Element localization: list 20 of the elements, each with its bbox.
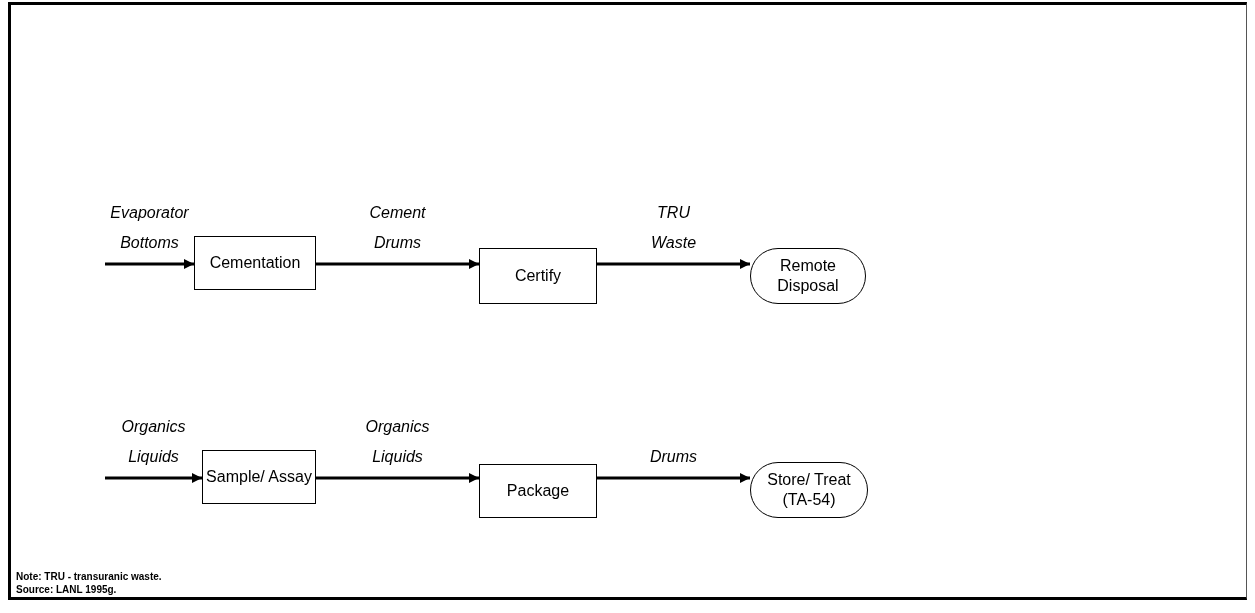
node-label: Certify [514, 266, 562, 286]
terminal-box [750, 462, 868, 518]
node-label: Package [506, 481, 570, 501]
process-box [194, 236, 316, 290]
arrow [597, 259, 750, 269]
arrow [597, 473, 750, 483]
node-label: Cementation [209, 253, 301, 273]
node-label: Store/ Treat (TA-54) [766, 470, 852, 510]
process-box [202, 450, 316, 504]
arrow [316, 259, 479, 269]
source-note: Source: LANL 1995g. [16, 584, 117, 596]
node-label: Remote Disposal [776, 256, 840, 296]
arrow [105, 259, 194, 269]
arrow [316, 473, 479, 483]
terminal-box [750, 248, 866, 304]
arrow [105, 473, 202, 483]
node-label: Sample/ Assay [206, 467, 312, 487]
process-box [479, 248, 597, 304]
footnote: Note: TRU - transuranic waste. [16, 571, 162, 583]
process-box [479, 464, 597, 518]
